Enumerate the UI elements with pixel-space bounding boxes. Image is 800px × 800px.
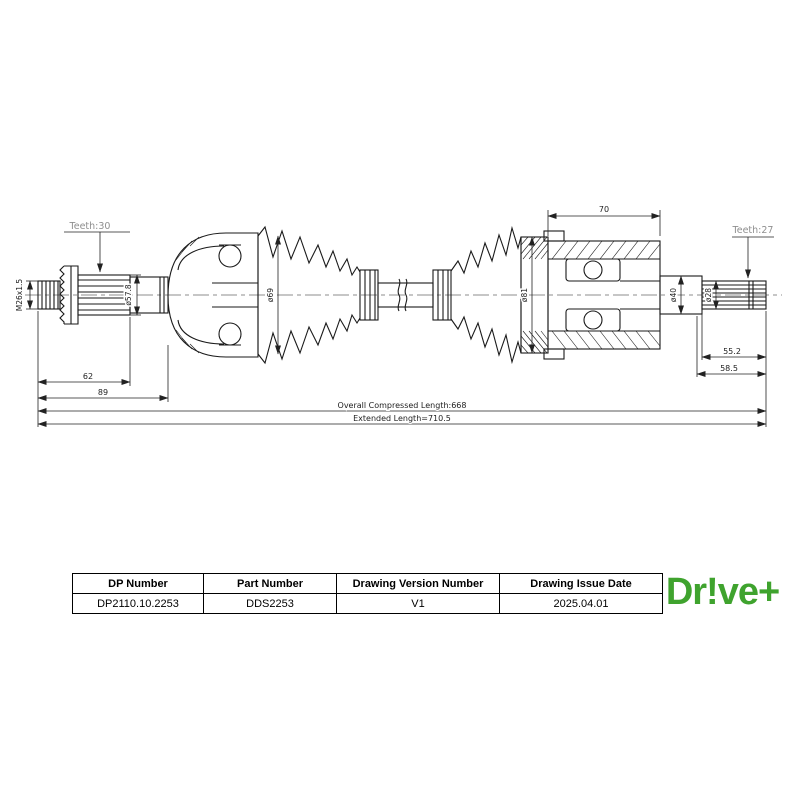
axle-technical-drawing: Teeth:30 Teeth:27 M26x1.5 ø57.8 ø69 ø81 … [14, 204, 782, 427]
dim-58-5-label: 58.5 [720, 364, 738, 373]
overall-compressed-length-label: Overall Compressed Length:668 [338, 401, 467, 410]
part-number-value: DDS2253 [203, 593, 337, 614]
col-header-dp-number: DP Number [72, 573, 204, 594]
drawing-version-value: V1 [336, 593, 500, 614]
dim-62-label: 62 [83, 372, 93, 381]
col-header-drawing-version: Drawing Version Number [336, 573, 500, 594]
col-header-issue-date: Drawing Issue Date [499, 573, 663, 594]
col-header-part-number: Part Number [203, 573, 337, 594]
dia-boot-right-label: ø81 [520, 288, 529, 302]
drive-logo: Dr!ve+ [665, 570, 780, 613]
extended-length-label: Extended Length=710.5 [353, 414, 451, 423]
dia-boot-left-label: ø69 [266, 288, 275, 302]
dp-number-value: DP2110.10.2253 [72, 593, 204, 614]
dim-55-2-label: 55.2 [723, 347, 741, 356]
title-block-table: DP Number Part Number Drawing Version Nu… [72, 573, 663, 614]
dia-spline-right-label: ø28 [704, 288, 713, 302]
right-spline [701, 280, 767, 310]
dimension-lines [26, 210, 774, 427]
teeth-left-label: Teeth:30 [69, 221, 111, 232]
table-header-row: DP Number Part Number Drawing Version Nu… [72, 573, 663, 594]
table-value-row: DP2110.10.2253 DDS2253 V1 2025.04.01 [72, 593, 663, 614]
dia-stub-right-label: ø40 [669, 288, 678, 302]
dim-70-label: 70 [599, 205, 609, 214]
dim-89-label: 89 [98, 388, 108, 397]
dia-spline-left-label: ø57.8 [124, 284, 133, 306]
issue-date-value: 2025.04.01 [499, 593, 663, 614]
thread-spec-label: M26x1.5 [15, 279, 24, 312]
left-spline [77, 274, 131, 316]
inner-cv-joint [520, 230, 661, 360]
teeth-right-label: Teeth:27 [732, 225, 774, 236]
left-threaded-stub [37, 280, 61, 310]
